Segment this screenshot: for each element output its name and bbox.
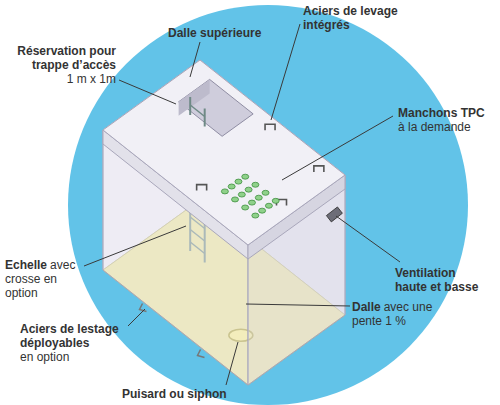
callout-label: en option	[20, 350, 132, 364]
leader-line	[271, 24, 300, 120]
tpc-sleeve	[235, 179, 242, 184]
tpc-sleeve	[228, 184, 235, 189]
tpc-sleeve	[242, 205, 249, 210]
callout: Dalle supérieure	[168, 26, 278, 40]
leader-line	[84, 226, 186, 266]
callout-label: Dalle supérieure	[168, 26, 278, 40]
tpc-sleeve	[255, 195, 262, 200]
leader-line	[128, 309, 145, 326]
access-opening	[179, 79, 254, 136]
callout-label: Ventilation haute et basse	[395, 266, 487, 294]
ventilation-pipe	[326, 207, 342, 222]
lifting-hook	[265, 124, 275, 130]
tpc-sleeve	[221, 189, 228, 194]
callout: Réservation pour trappe d’accès1 m x 1m	[4, 44, 116, 86]
leader-line	[336, 216, 400, 262]
callout-label: Dalle	[352, 300, 381, 314]
callout-label: Réservation pour trappe d’accès	[4, 44, 116, 72]
callout-label: Puisard ou siphon	[122, 387, 240, 401]
callout-label: Manchons TPC	[398, 106, 498, 120]
tpc-sleeve	[232, 197, 239, 202]
ladder-top	[190, 97, 205, 127]
top-slab	[103, 60, 345, 245]
leader-line	[226, 342, 238, 385]
tpc-sleeve	[252, 182, 259, 187]
callout-label: 1 m x 1m	[4, 72, 116, 86]
tpc-sleeve	[272, 198, 279, 203]
tpc-sleeve	[262, 190, 269, 195]
callout-label: Aciers de lestage déployables	[20, 322, 132, 350]
tpc-sleeve	[242, 174, 249, 179]
tank	[103, 60, 345, 385]
callout: Ventilation haute et basse	[395, 266, 487, 294]
leader-lines	[84, 24, 400, 385]
background-circle	[68, 5, 468, 405]
tpc-sleeve	[259, 208, 266, 213]
callout-label: Aciers de levage intégrés	[303, 4, 415, 32]
callout: Dalleavec une pente 1 %	[352, 300, 452, 328]
callout: Aciers de levage intégrés	[303, 4, 415, 32]
callout-label: à la demande	[398, 120, 498, 134]
callout: Puisard ou siphon	[122, 387, 240, 401]
callout: Aciers de lestage déployablesen option	[20, 322, 132, 364]
ballast-steel	[198, 350, 205, 358]
leader-line	[119, 80, 176, 104]
tpc-sleeve	[265, 203, 272, 208]
tpc-sleeve	[238, 192, 245, 197]
callout: Echelleavec crosse en option	[5, 258, 87, 300]
lifting-hook	[314, 166, 324, 172]
leader-line	[246, 304, 350, 306]
tpc-sleeve	[248, 200, 255, 205]
leader-line	[282, 116, 393, 180]
callout-label: Echelle	[5, 258, 47, 272]
tpc-sleeve	[245, 187, 252, 192]
leader-line	[190, 42, 200, 77]
callout: Manchons TPCà la demande	[398, 106, 498, 134]
lifting-hook	[197, 185, 207, 191]
tpc-sleeve	[252, 213, 259, 218]
